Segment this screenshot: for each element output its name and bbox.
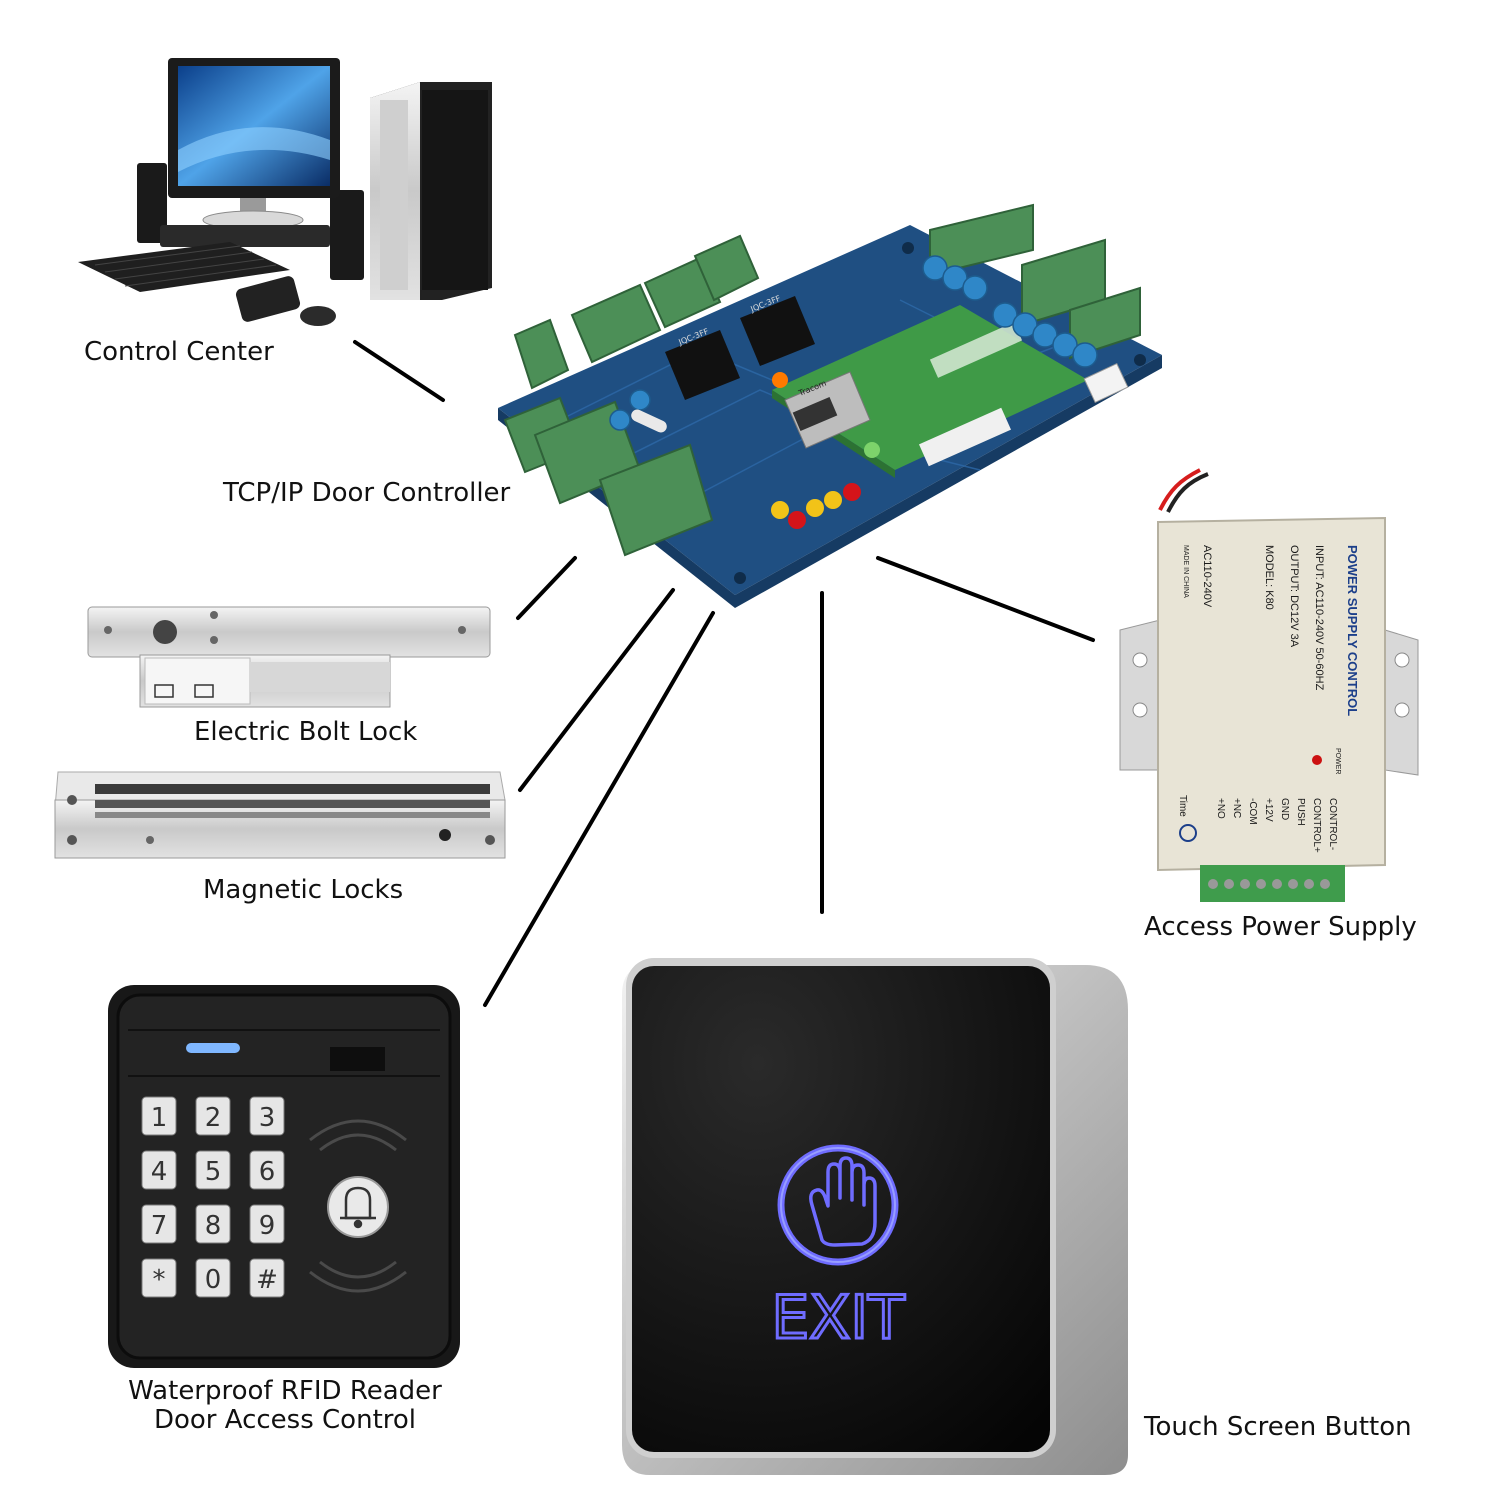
keypad-key-cap bbox=[249, 1096, 285, 1136]
magnetic-lock bbox=[54, 771, 506, 859]
keypad-key-cap bbox=[141, 1204, 177, 1244]
label-magnetic-locks: Magnetic Locks bbox=[203, 875, 404, 905]
psu-terminal-labels: CONTROL- CONTROL+ PUSH GND +12V -COM +NC +NO bbox=[1215, 798, 1338, 853]
keypad-key-label: 5 bbox=[205, 1157, 222, 1187]
exit-label: EXIT bbox=[771, 1283, 905, 1353]
keypad-key-label: # bbox=[256, 1265, 278, 1295]
keypad-key-cap bbox=[249, 1204, 285, 1244]
keypad-key-label: 2 bbox=[205, 1103, 222, 1133]
psu-terminal-label: CONTROL+ bbox=[1311, 798, 1322, 853]
keypad-key-label: 8 bbox=[205, 1211, 222, 1241]
keypad-key-label: 9 bbox=[259, 1211, 276, 1241]
keypad-keys: 1 2 3 4 5 6 7 8 9 * 0 # bbox=[141, 1096, 285, 1298]
keypad-key: * bbox=[141, 1258, 177, 1298]
line-bolt-lock bbox=[516, 556, 577, 620]
door-controller-board: JQC-3FF JQC-3FF Tracom bbox=[498, 203, 1162, 608]
line-control-center bbox=[353, 340, 445, 402]
keypad-key: 4 bbox=[141, 1150, 177, 1190]
keypad-key: # bbox=[249, 1258, 285, 1298]
keypad-key-cap bbox=[141, 1258, 177, 1298]
keypad-key-label: 6 bbox=[259, 1157, 276, 1187]
label-control-center: Control Center bbox=[84, 337, 274, 367]
keypad-key: 6 bbox=[249, 1150, 285, 1190]
rfid-wave-icon bbox=[309, 1119, 407, 1293]
line-power-supply bbox=[876, 556, 1095, 642]
label-touch-button: Touch Screen Button bbox=[1144, 1412, 1412, 1442]
keypad-key-cap bbox=[249, 1258, 285, 1298]
line-rfid-reader bbox=[483, 611, 715, 1007]
label-bolt-lock: Electric Bolt Lock bbox=[194, 717, 418, 747]
psu-made-in: MADE IN CHINA bbox=[1182, 545, 1189, 598]
psu-terminal-label: +NC bbox=[1231, 798, 1242, 818]
electric-bolt-lock bbox=[87, 606, 491, 708]
keypad-key: 9 bbox=[249, 1204, 285, 1244]
keypad-key-label: 0 bbox=[205, 1265, 222, 1295]
line-magnetic-locks bbox=[518, 588, 675, 792]
keypad-key-label: 1 bbox=[151, 1103, 168, 1133]
psu-model: MODEL: K80 bbox=[1263, 545, 1275, 610]
psu-terminal-label: +12V bbox=[1263, 798, 1274, 822]
psu-power-led-label: POWER bbox=[1334, 748, 1341, 774]
keypad-key-label: * bbox=[153, 1265, 166, 1295]
label-rfid-line-1: Waterproof RFID Reader bbox=[128, 1376, 442, 1406]
keypad-key-cap bbox=[195, 1096, 231, 1136]
psu-terminal-label: CONTROL- bbox=[1327, 798, 1338, 850]
access-power-supply: POWER SUPPLY CONTROL INPUT: AC110-240V 5… bbox=[1119, 468, 1419, 902]
label-door-controller: TCP/IP Door Controller bbox=[223, 478, 511, 508]
hand-icon bbox=[809, 1156, 877, 1247]
keypad-key: 5 bbox=[195, 1150, 231, 1190]
keypad-key-label: 7 bbox=[151, 1211, 168, 1241]
psu-terminal-label: PUSH bbox=[1295, 798, 1306, 826]
keypad-key-cap bbox=[141, 1150, 177, 1190]
connector-lines bbox=[353, 340, 1095, 1007]
psu-title: POWER SUPPLY CONTROL bbox=[1345, 545, 1360, 716]
psu-output: OUTPUT: DC12V 3A bbox=[1288, 545, 1300, 648]
label-rfid-line-2: Door Access Control bbox=[153, 1405, 417, 1435]
psu-terminal-label: -COM bbox=[1247, 798, 1258, 825]
keypad-key-cap bbox=[141, 1096, 177, 1136]
keypad-key-cap bbox=[195, 1150, 231, 1190]
keypad-key: 1 bbox=[141, 1096, 177, 1136]
label-rfid-reader: Waterproof RFID Reader Door Access Contr… bbox=[110, 1377, 460, 1435]
keypad-key: 2 bbox=[195, 1096, 231, 1136]
psu-ac-rating: AC110-240V bbox=[1201, 545, 1213, 608]
touch-exit-button: EXIT bbox=[622, 958, 1128, 1475]
rfid-keypad-reader: 1 2 3 4 5 6 7 8 9 * 0 # bbox=[108, 985, 460, 1368]
keypad-key: 7 bbox=[141, 1204, 177, 1244]
keypad-key-cap bbox=[195, 1258, 231, 1298]
psu-input: INPUT: AC110-240V 50-60HZ bbox=[1313, 545, 1325, 691]
computer-illustration bbox=[78, 58, 492, 326]
psu-terminal-label: GND bbox=[1279, 798, 1290, 820]
keypad-key-label: 3 bbox=[259, 1103, 276, 1133]
keypad-key: 8 bbox=[195, 1204, 231, 1244]
keypad-key-cap bbox=[195, 1204, 231, 1244]
psu-time-label: Time bbox=[1177, 795, 1188, 817]
psu-terminal-label: +NO bbox=[1215, 798, 1226, 819]
keypad-key-cap bbox=[249, 1150, 285, 1190]
label-power-supply: Access Power Supply bbox=[1144, 912, 1417, 942]
bell-icon bbox=[340, 1186, 376, 1229]
keypad-key-label: 4 bbox=[151, 1157, 168, 1187]
keypad-key: 0 bbox=[195, 1258, 231, 1298]
keypad-key: 3 bbox=[249, 1096, 285, 1136]
